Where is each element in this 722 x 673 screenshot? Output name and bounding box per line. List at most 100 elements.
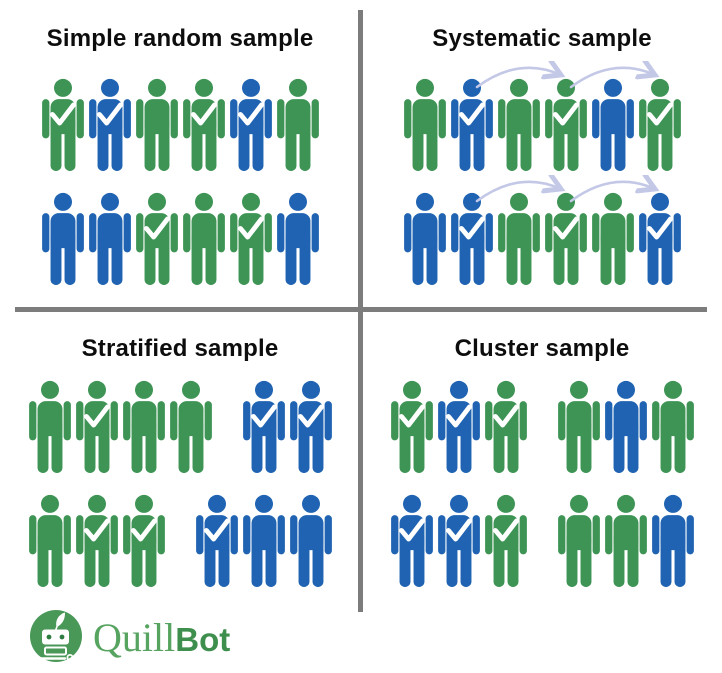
person-icon	[403, 192, 446, 285]
person-group	[389, 494, 529, 588]
person-icon	[557, 494, 600, 587]
person-blue-selected	[389, 494, 435, 588]
person-group	[402, 192, 683, 286]
quadrant-simple-random-sample: Simple random sample	[0, 8, 360, 306]
person-row	[362, 78, 722, 172]
person-green	[27, 380, 73, 474]
person-icon	[403, 78, 446, 171]
person-green-selected	[483, 494, 529, 588]
person-icon	[390, 494, 433, 587]
person-icon	[169, 380, 212, 473]
person-icon	[638, 192, 681, 285]
person-icon	[75, 380, 118, 473]
person-icon	[289, 380, 332, 473]
quadrant-stratified-sample: Stratified sample	[0, 318, 360, 608]
person-icon	[591, 78, 634, 171]
person-blue	[87, 192, 133, 286]
person-icon	[651, 494, 694, 587]
person-green	[121, 380, 167, 474]
person-blue-selected	[241, 380, 287, 474]
person-group	[556, 494, 696, 588]
person-green-selected	[389, 380, 435, 474]
person-icon	[638, 78, 681, 171]
person-icon	[182, 78, 225, 171]
logo-text-quill: Quill	[93, 614, 176, 660]
person-icon	[276, 78, 319, 171]
person-icon	[122, 380, 165, 473]
quadrant-title-systematic: Systematic sample	[432, 25, 652, 52]
person-green	[402, 78, 448, 172]
quillbot-robot-icon	[30, 610, 82, 662]
person-blue	[402, 192, 448, 286]
person-blue-selected	[288, 380, 334, 474]
person-blue	[590, 78, 636, 172]
quadrant-title-cluster: Cluster sample	[454, 335, 630, 362]
person-row	[0, 494, 360, 588]
person-green	[134, 78, 180, 172]
person-row	[0, 78, 360, 172]
person-icon	[450, 192, 493, 285]
person-blue-selected	[228, 78, 274, 172]
person-blue-selected	[449, 78, 495, 172]
person-icon	[557, 380, 600, 473]
person-blue	[603, 380, 649, 474]
person-blue-selected	[436, 494, 482, 588]
person-green	[603, 494, 649, 588]
person-green	[496, 192, 542, 286]
person-row	[362, 494, 722, 588]
people-rows	[362, 380, 722, 588]
people-rows	[362, 78, 722, 286]
person-icon	[289, 494, 332, 587]
person-green	[590, 192, 636, 286]
person-icon	[484, 380, 527, 473]
person-row	[0, 192, 360, 286]
person-blue	[650, 494, 696, 588]
horizontal-divider	[15, 307, 707, 312]
person-group	[27, 380, 214, 474]
person-green-selected	[543, 78, 589, 172]
person-icon	[229, 78, 272, 171]
person-blue-selected	[87, 78, 133, 172]
person-green	[496, 78, 542, 172]
person-icon	[484, 494, 527, 587]
person-blue-selected	[449, 192, 495, 286]
person-row	[362, 380, 722, 474]
person-blue-selected	[637, 192, 683, 286]
person-icon	[591, 192, 634, 285]
person-row	[362, 192, 722, 286]
person-green-selected	[483, 380, 529, 474]
person-blue-selected	[194, 494, 240, 588]
person-green	[556, 494, 602, 588]
person-group	[402, 78, 683, 172]
person-icon	[135, 78, 178, 171]
person-green-selected	[40, 78, 86, 172]
person-green	[168, 380, 214, 474]
person-green	[275, 78, 321, 172]
quadrant-cluster-sample: Cluster sample	[362, 318, 722, 608]
person-green-selected	[637, 78, 683, 172]
person-blue	[241, 494, 287, 588]
person-row	[0, 380, 360, 474]
person-icon	[88, 192, 131, 285]
person-icon	[450, 78, 493, 171]
person-blue	[288, 494, 334, 588]
person-icon	[437, 494, 480, 587]
person-group	[194, 494, 334, 588]
person-green	[181, 192, 227, 286]
person-green	[556, 380, 602, 474]
person-icon	[28, 494, 71, 587]
person-icon	[182, 192, 225, 285]
person-icon	[41, 78, 84, 171]
person-icon	[28, 380, 71, 473]
person-icon	[544, 192, 587, 285]
quadrant-title-stratified: Stratified sample	[81, 335, 279, 362]
person-green-selected	[74, 380, 120, 474]
person-icon	[135, 192, 178, 285]
person-icon	[544, 78, 587, 171]
person-green-selected	[121, 494, 167, 588]
person-group	[27, 494, 167, 588]
person-green-selected	[228, 192, 274, 286]
person-green-selected	[134, 192, 180, 286]
person-icon	[41, 192, 84, 285]
